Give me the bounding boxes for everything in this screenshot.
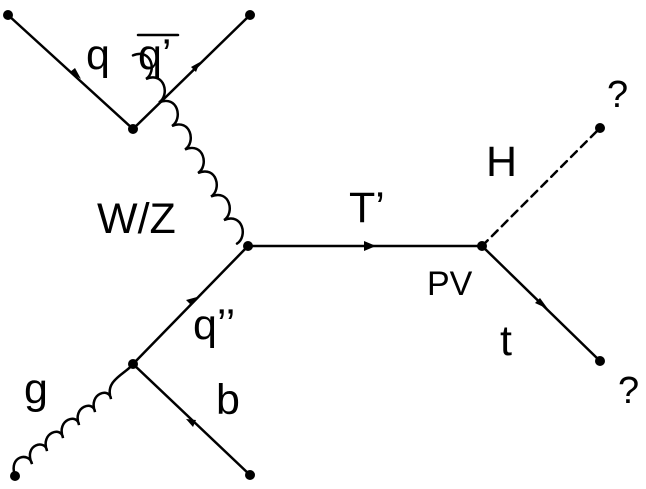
pv-label: PV: [427, 265, 473, 303]
quark-lines: [6, 13, 602, 477]
t-prime-label: T’: [349, 184, 385, 232]
q-arrow-icon: [70, 68, 81, 79]
arrowheads: [70, 62, 548, 427]
unknown-bottom-label: ?: [618, 370, 639, 412]
top-arrow-icon: [535, 298, 548, 309]
qbar-prime-arrow-icon: [191, 62, 200, 72]
wz-label: W/Z: [97, 195, 176, 243]
q-double-prime-line: [131, 244, 250, 366]
endpoint-higgs-icon: [595, 123, 605, 133]
t-label: t: [500, 317, 512, 365]
endpoint-b-icon: [245, 470, 255, 480]
vertices: [3, 10, 605, 481]
endpoint-qbar-prime-icon: [245, 10, 255, 20]
upper-vertex-icon: [128, 124, 138, 134]
central-vertex-icon: [243, 241, 253, 251]
outgoing-qbar-prime-line: [131, 13, 252, 131]
g-label: g: [24, 365, 48, 413]
wz-boson-wavy-line: [131, 52, 244, 245]
t-prime-arrow-icon: [364, 241, 376, 251]
b-label: b: [216, 376, 240, 424]
q-double-prime-label: q’’: [193, 301, 235, 349]
gluon-curly-line: [12, 362, 135, 478]
q-label: q: [86, 31, 110, 79]
b-line: [131, 362, 252, 477]
pv-vertex-icon: [477, 241, 487, 251]
b-arrow-icon: [186, 419, 196, 427]
h-label: H: [486, 138, 517, 186]
particle-labels: q q’ W/Z q’’ g b T’ H PV t ? ?: [24, 31, 639, 424]
higgs-dashed-line: [480, 126, 602, 248]
endpoint-q-icon: [3, 10, 13, 20]
lower-vertex-icon: [128, 359, 138, 369]
endpoint-gluon-icon: [10, 471, 20, 481]
q-double-prime-arrow-icon: [186, 297, 197, 305]
endpoint-top-icon: [595, 356, 605, 366]
unknown-top-label: ?: [607, 74, 628, 116]
qbar-prime-label: q’: [138, 31, 171, 79]
